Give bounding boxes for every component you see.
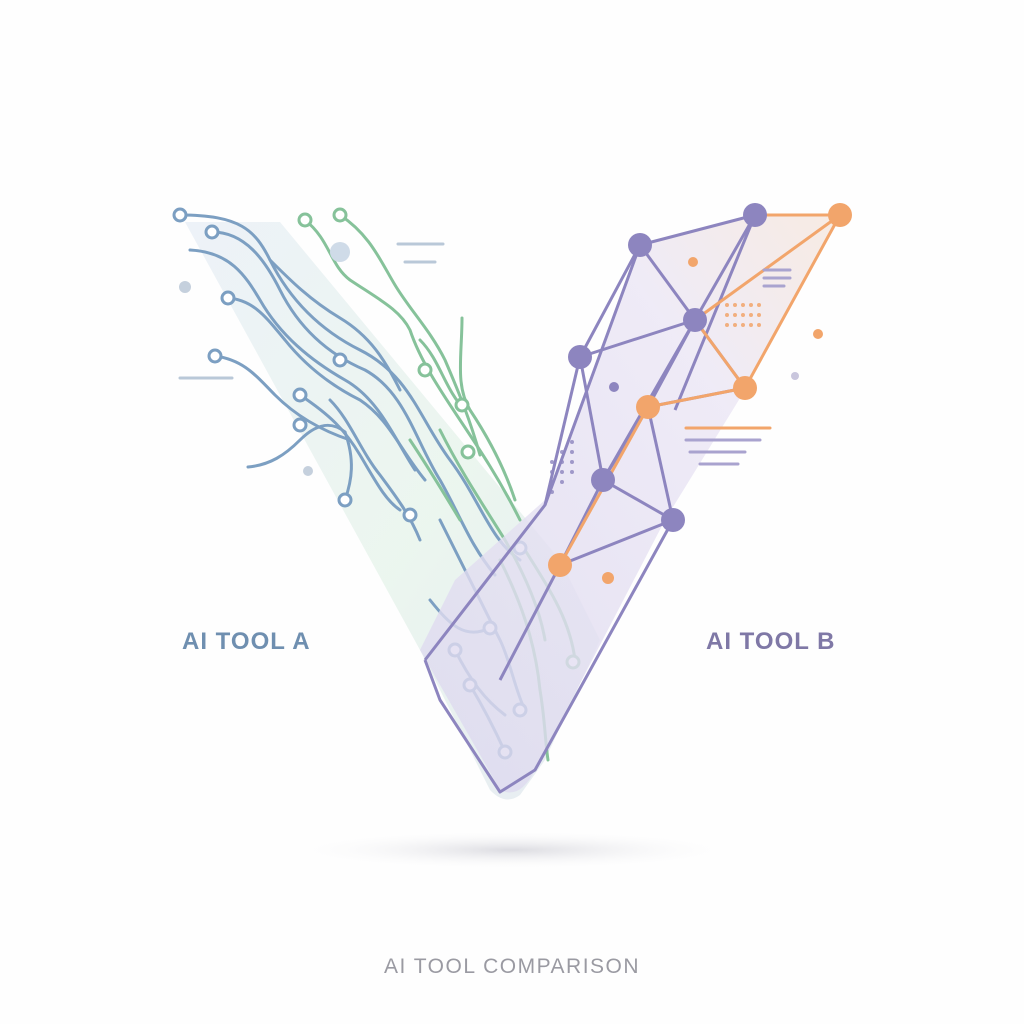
- comparison-caption: AI TOOL COMPARISON: [383, 955, 641, 978]
- tool-a-label: AI TOOL A: [182, 628, 311, 655]
- ground-shadow: [282, 830, 742, 870]
- tool-b-label: AI TOOL B: [706, 628, 836, 655]
- neural-network-icon: [420, 203, 852, 794]
